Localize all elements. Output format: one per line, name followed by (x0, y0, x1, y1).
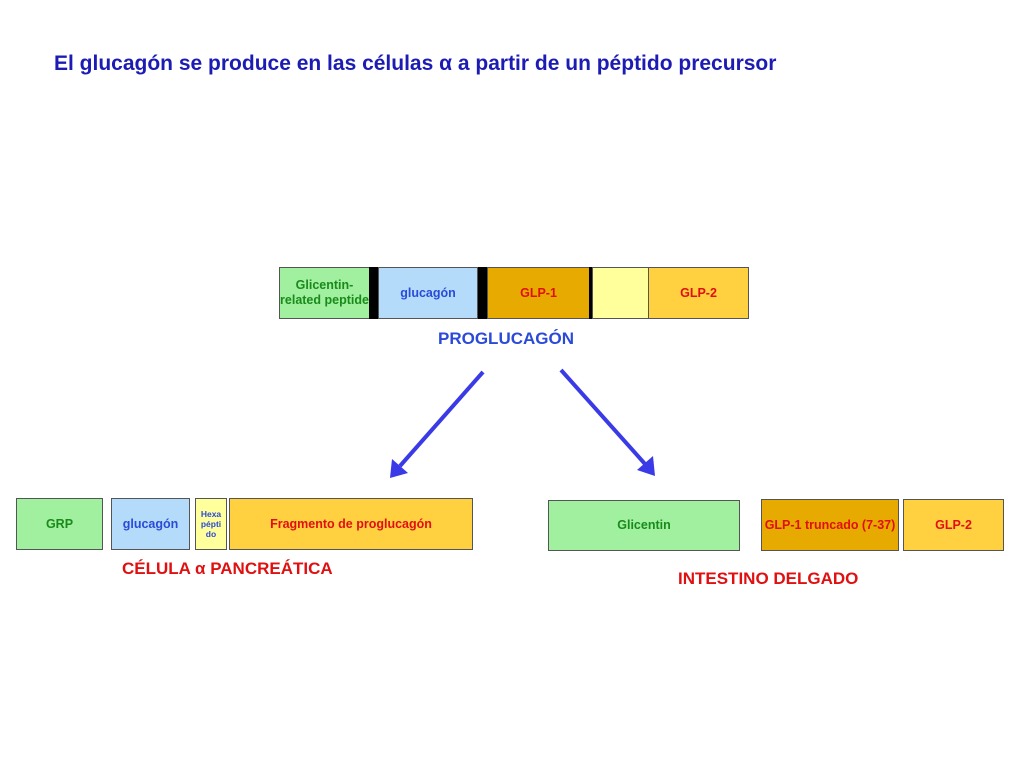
cleavage-site-marker (369, 267, 378, 319)
segment-label: Fragmento de proglucagón (270, 516, 432, 531)
segment-label: GLP-2 (935, 517, 972, 532)
segment-label: GLP-1 (520, 285, 557, 300)
segment-label: Glicentin (617, 518, 671, 532)
segment-glp-1-truncated: GLP-1 truncado (7-37) (761, 499, 899, 551)
segment-glp-2: GLP-2 (903, 499, 1004, 551)
segment-glicentin: Glicentin (548, 500, 740, 551)
arrow-to-intestine (559, 368, 647, 466)
segment-spacer (592, 267, 649, 319)
segment-label: GLP-2 (680, 285, 717, 300)
segment-proglucagon-fragment: Fragmento de proglucagón (229, 498, 473, 550)
segment-label: GLP-1 truncado (7-37) (764, 517, 896, 532)
segment-label: GRP (45, 516, 74, 531)
intestine-label: INTESTINO DELGADO (678, 569, 859, 588)
arrowhead-intestine (637, 456, 655, 476)
segment-grp: GRP (16, 498, 103, 550)
cleavage-site-marker (478, 267, 487, 319)
page-title: El glucagón se produce en las células α … (54, 52, 777, 75)
arrowhead-pancreas (390, 459, 408, 478)
segment-label: glucagón (122, 516, 179, 531)
segment-glp-1: GLP-1 (487, 267, 590, 319)
arrow-to-pancreas (398, 370, 485, 468)
pancreas-label: CÉLULA α PANCREÁTICA (122, 559, 333, 578)
segment-label: Glicentin- related peptide (280, 278, 369, 307)
segment-label: glucagón (400, 285, 456, 300)
segment-label: Hexa pépti do (200, 508, 222, 540)
segment-glp-2: GLP-2 (648, 267, 749, 319)
cleavage-site-marker (589, 267, 592, 319)
proglucagon-label: PROGLUCAGÓN (438, 329, 574, 348)
segment-hexapeptide: Hexa pépti do (195, 498, 227, 550)
segment-glucagon: glucagón (378, 267, 478, 319)
segment-glucagon: glucagón (111, 498, 190, 550)
